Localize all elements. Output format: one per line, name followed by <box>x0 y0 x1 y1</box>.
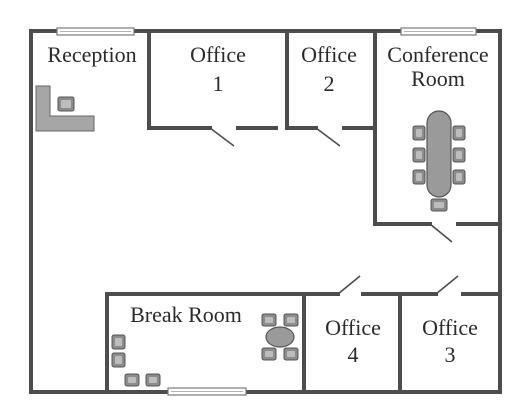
door-icon <box>429 223 453 243</box>
office3-label-line2: 3 <box>445 342 456 367</box>
desk-icon <box>35 85 95 132</box>
office4-label-line1: Office <box>325 315 381 340</box>
office4-label-line2: 4 <box>348 342 359 367</box>
room-labels: Reception Office 1 Office 2 Conference R… <box>47 42 488 367</box>
conference-furniture <box>412 110 466 212</box>
doors <box>209 127 459 295</box>
chair-icon <box>412 125 426 141</box>
chair-icon <box>111 352 126 368</box>
chair-icon <box>452 169 466 185</box>
chair-icon <box>124 373 140 387</box>
chair-icon <box>452 125 466 141</box>
door-icon <box>435 275 459 295</box>
table-icon <box>426 110 452 198</box>
conference-label-line2: Room <box>411 66 465 91</box>
windows <box>56 27 477 396</box>
chair-icon <box>261 347 277 361</box>
break-room-label: Break Room <box>130 302 242 327</box>
chair-icon <box>452 147 466 163</box>
table-icon <box>265 326 295 348</box>
chair-icon <box>430 198 448 212</box>
break-room-furniture <box>111 313 299 387</box>
chair-icon <box>261 313 277 327</box>
interior-walls-bottom-rooms <box>105 292 502 394</box>
reception-furniture <box>35 85 95 132</box>
chair-icon <box>145 373 161 387</box>
office3-label-line1: Office <box>422 315 478 340</box>
office2-label-line1: Office <box>301 42 357 67</box>
conference-label-line1: Conference <box>387 42 488 67</box>
chair-icon <box>283 347 299 361</box>
chair-icon <box>412 147 426 163</box>
door-icon <box>337 275 361 295</box>
door-icon <box>209 127 235 147</box>
chair-icon <box>57 96 75 112</box>
office2-label-line2: 2 <box>324 71 335 96</box>
door-icon <box>315 127 341 147</box>
office1-label-line2: 1 <box>213 71 224 96</box>
chair-icon <box>283 313 299 327</box>
chair-icon <box>111 334 126 350</box>
reception-label: Reception <box>47 42 136 67</box>
outer-walls <box>29 29 502 394</box>
interior-walls-top-offices <box>147 29 502 226</box>
chair-icon <box>412 169 426 185</box>
office1-label-line1: Office <box>190 42 246 67</box>
